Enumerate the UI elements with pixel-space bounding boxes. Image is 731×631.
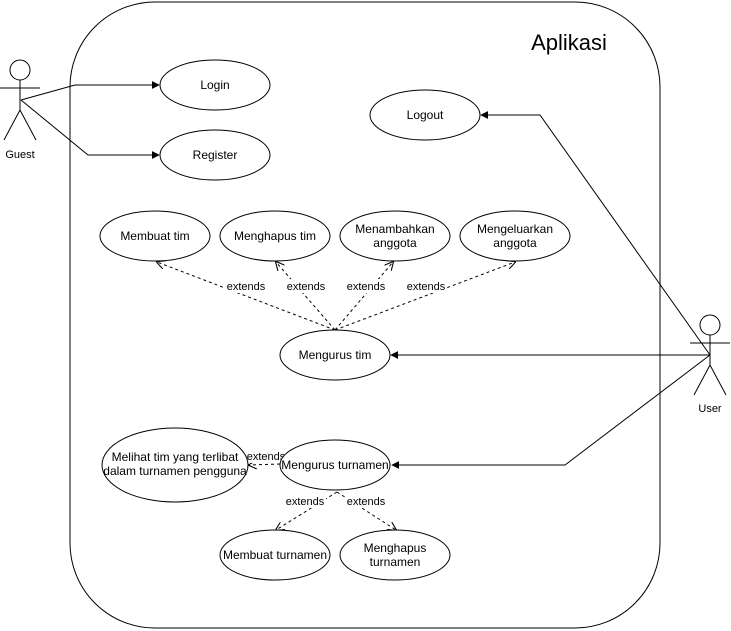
extend-mengeluarkan-anggota — [334, 262, 515, 331]
svg-text:extends: extends — [286, 496, 325, 508]
svg-text:extends: extends — [247, 451, 286, 463]
use-case-mengurus-tim: Mengurus tim — [279, 329, 391, 381]
svg-text:Login: Login — [200, 78, 229, 92]
assoc-guest-login — [20, 81, 160, 101]
svg-text:extends: extends — [347, 281, 386, 293]
use-case-menghapus-tim: Menghapus tim — [219, 210, 331, 262]
actor-user — [690, 314, 730, 396]
svg-text:turnamen: turnamen — [370, 555, 421, 569]
svg-text:Membuat tim: Membuat tim — [120, 229, 189, 243]
extend-label-melihat-tim: extends — [245, 449, 287, 463]
use-case-mengeluarkan-anggota: Mengeluarkan anggota — [459, 210, 571, 262]
use-case-menghapus-turnamen: Menghapus turnamen — [339, 529, 451, 581]
extend-label-menghapus-tim: extends — [285, 279, 327, 293]
svg-text:Menghapus tim: Menghapus tim — [234, 229, 316, 243]
use-case-register: Register — [159, 129, 271, 181]
svg-text:Membuat turnamen: Membuat turnamen — [223, 548, 327, 562]
extend-label-membuat-turnamen: extends — [284, 494, 326, 508]
extend-label-mengeluarkan-anggota: extends — [405, 279, 447, 293]
svg-text:anggota: anggota — [373, 236, 417, 250]
svg-text:Mengurus turnamen: Mengurus turnamen — [281, 458, 388, 472]
use-case-menambahkan-anggota: Menambahkan anggota — [339, 210, 451, 262]
svg-text:Mengurus tim: Mengurus tim — [299, 348, 372, 362]
actor-user-label: User — [698, 403, 722, 415]
svg-text:Menambahkan: Menambahkan — [355, 222, 434, 236]
svg-text:extends: extends — [227, 281, 266, 293]
use-case-membuat-tim: Membuat tim — [99, 210, 211, 262]
extend-label-membuat-tim: extends — [225, 279, 267, 293]
svg-text:extends: extends — [347, 496, 386, 508]
actor-guest-label: Guest — [5, 149, 34, 161]
svg-text:Menghapus: Menghapus — [364, 541, 427, 555]
assoc-user-logout — [480, 111, 711, 356]
use-case-logout: Logout — [369, 89, 481, 141]
system-title: Aplikasi — [531, 30, 607, 55]
svg-text:Register: Register — [193, 148, 238, 162]
svg-text:dalam turnamen pengguna: dalam turnamen pengguna — [103, 464, 247, 478]
extend-label-menghapus-turnamen: extends — [345, 494, 387, 508]
use-case-membuat-turnamen: Membuat turnamen — [219, 529, 331, 581]
svg-text:Logout: Logout — [407, 108, 444, 122]
svg-text:extends: extends — [407, 281, 446, 293]
extend-membuat-tim — [157, 262, 336, 331]
extend-label-menambahkan-anggota: extends — [345, 279, 387, 293]
use-case-mengurus-turnamen: Mengurus turnamen — [279, 439, 391, 491]
actor-guest — [0, 59, 40, 141]
assoc-user-mengurus-turnamen — [391, 354, 711, 469]
svg-text:Mengeluarkan: Mengeluarkan — [477, 222, 553, 236]
svg-text:anggota: anggota — [493, 236, 537, 250]
extend-melihat-tim — [249, 464, 281, 465]
assoc-guest-register — [20, 99, 160, 159]
svg-text:extends: extends — [287, 281, 326, 293]
use-case-melihat-tim: Melihat tim yang terlibat dalam turnamen… — [101, 427, 249, 503]
extend-menambahkan-anggota — [334, 262, 393, 331]
svg-text:Melihat tim yang terlibat: Melihat tim yang terlibat — [112, 450, 239, 464]
use-case-login: Login — [159, 59, 271, 111]
